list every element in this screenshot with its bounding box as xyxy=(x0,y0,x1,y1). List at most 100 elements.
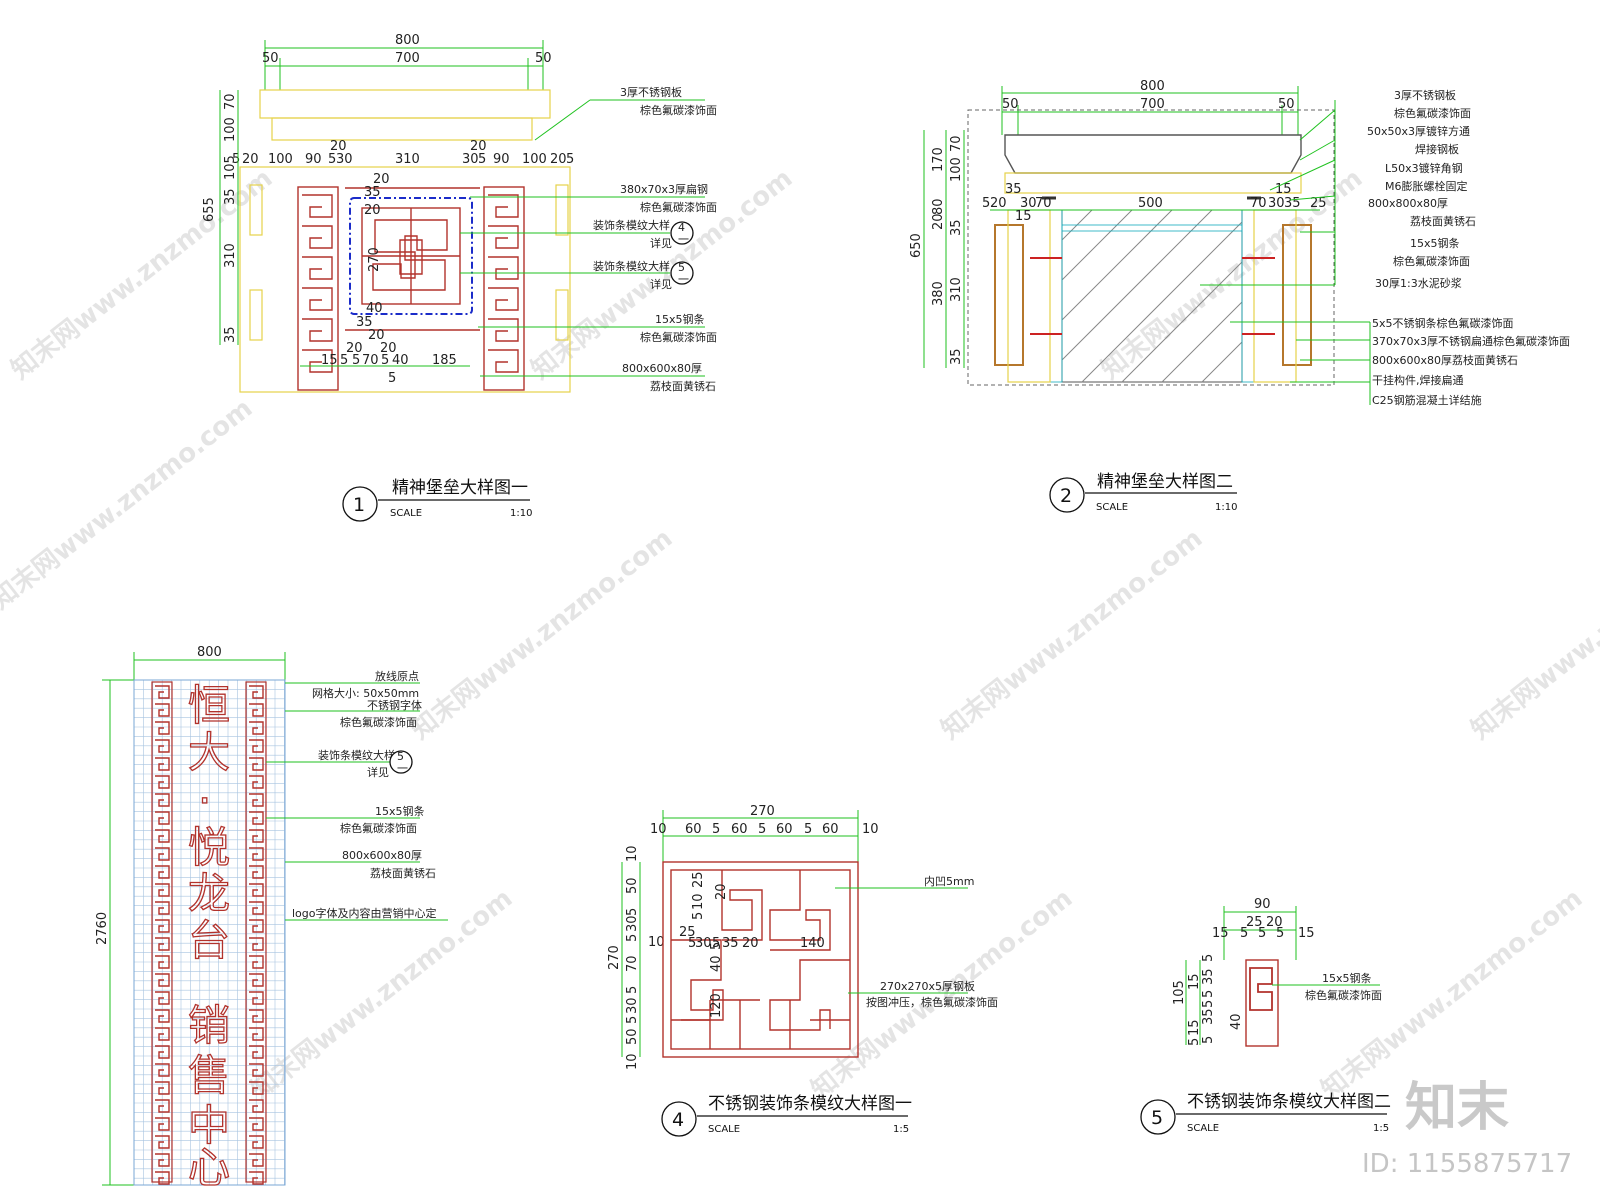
svg-text:按图冲压，棕色氟碳漆饰面: 按图冲压，棕色氟碳漆饰面 xyxy=(866,995,998,1009)
svg-text:棕色氟碳漆饰面: 棕色氟碳漆饰面 xyxy=(640,200,717,214)
svg-text:20: 20 xyxy=(373,172,390,187)
d4-inner-dimensions: 25 10 5 20 25 5 30 5 35 20 40 5 140 120 xyxy=(679,871,825,1018)
svg-text:棕色氟碳漆饰面: 棕色氟碳漆饰面 xyxy=(1305,988,1382,1002)
svg-text:1:5: 1:5 xyxy=(1373,1123,1389,1134)
svg-text:170: 170 xyxy=(931,147,946,172)
svg-text:35: 35 xyxy=(1201,968,1216,985)
svg-text:5: 5 xyxy=(1187,1038,1202,1046)
svg-text:35: 35 xyxy=(949,348,964,365)
d1-cap-plate xyxy=(259,89,551,119)
svg-text:60: 60 xyxy=(776,822,793,837)
watermark-text: 知末网www.znzmo.com xyxy=(936,523,1208,745)
svg-text:310: 310 xyxy=(395,152,420,167)
d2-top-dimensions: 800 50 700 50 xyxy=(1001,79,1299,135)
d2-cap xyxy=(1004,134,1302,174)
svg-text:700: 700 xyxy=(1140,97,1165,112)
svg-text:不锈钢字体: 不锈钢字体 xyxy=(367,698,422,712)
svg-text:5: 5 xyxy=(625,986,640,994)
svg-text:70: 70 xyxy=(1250,196,1267,211)
svg-text:30: 30 xyxy=(695,936,712,951)
svg-text:SCALE: SCALE xyxy=(1187,1123,1219,1134)
sign-character: 台 xyxy=(188,916,230,965)
dim-text: 800 xyxy=(197,645,222,660)
svg-text:3厚不锈钢板: 3厚不锈钢板 xyxy=(1394,88,1456,102)
svg-text:15: 15 xyxy=(1187,1019,1202,1036)
svg-text:一: 一 xyxy=(397,762,408,775)
svg-text:15x5钢条: 15x5钢条 xyxy=(655,312,705,326)
sign-character: 销 xyxy=(188,1001,230,1050)
d4-top-dimensions: 270 10 60 5 60 5 60 5 60 10 xyxy=(650,804,879,862)
svg-text:40: 40 xyxy=(709,955,724,972)
d1-top-dimensions: 800 50 700 50 xyxy=(262,33,552,90)
svg-text:50x50x3厚镀锌方通: 50x50x3厚镀锌方通 xyxy=(1367,124,1470,138)
svg-text:20: 20 xyxy=(346,341,363,356)
svg-text:70: 70 xyxy=(949,135,964,152)
svg-text:5: 5 xyxy=(232,152,240,167)
d1-fret-column-left xyxy=(297,186,339,391)
svg-text:10: 10 xyxy=(650,822,667,837)
svg-text:100: 100 xyxy=(949,157,964,182)
svg-text:380x70x3厚扁钢: 380x70x3厚扁钢 xyxy=(620,183,708,196)
svg-text:一: 一 xyxy=(678,233,689,246)
svg-text:棕色氟碳漆饰面: 棕色氟碳漆饰面 xyxy=(340,821,417,835)
svg-text:5: 5 xyxy=(1201,954,1216,962)
svg-text:logo字体及内容由营销中心定: logo字体及内容由营销中心定 xyxy=(292,906,437,920)
svg-text:90: 90 xyxy=(305,152,322,167)
d4-leader-notes: 内凹5mm 270x270x5厚钢板 按图冲压，棕色氟碳漆饰面 xyxy=(835,874,998,1009)
svg-text:20: 20 xyxy=(330,139,347,154)
svg-text:详见: 详见 xyxy=(650,236,672,250)
svg-text:35: 35 xyxy=(1005,182,1022,197)
drawing-number: 4 xyxy=(672,1109,684,1131)
svg-text:20: 20 xyxy=(242,152,259,167)
svg-text:5: 5 xyxy=(712,936,720,951)
svg-text:10: 10 xyxy=(625,845,640,862)
svg-text:SCALE: SCALE xyxy=(1096,502,1128,513)
svg-text:60: 60 xyxy=(822,822,839,837)
svg-text:20: 20 xyxy=(364,203,381,218)
svg-text:5: 5 xyxy=(712,822,720,837)
svg-text:棕色氟碳漆饰面: 棕色氟碳漆饰面 xyxy=(1393,254,1470,268)
drawing-title: 精神堡垒大样图一 xyxy=(392,478,528,498)
svg-text:10: 10 xyxy=(648,935,665,950)
svg-text:35: 35 xyxy=(722,936,739,951)
svg-text:详见: 详见 xyxy=(367,765,389,779)
svg-text:40: 40 xyxy=(366,301,383,316)
d1-fret-column-right xyxy=(483,186,525,391)
svg-text:80: 80 xyxy=(931,198,946,215)
d1-bracket-left xyxy=(249,184,263,236)
svg-text:185: 185 xyxy=(432,353,457,368)
dim-text: 800 xyxy=(395,33,420,48)
d1-bracket-left xyxy=(249,289,263,341)
svg-text:5: 5 xyxy=(566,152,574,167)
svg-text:内凹5mm: 内凹5mm xyxy=(924,874,974,888)
sign-character: · xyxy=(198,776,211,825)
watermark-id: ID: 1155875717 xyxy=(1362,1149,1572,1179)
svg-text:棕色氟碳漆饰面: 棕色氟碳漆饰面 xyxy=(1394,106,1471,120)
svg-text:5: 5 xyxy=(625,1016,640,1024)
svg-text:90: 90 xyxy=(493,152,510,167)
svg-text:棕色氟碳漆饰面: 棕色氟碳漆饰面 xyxy=(640,330,717,344)
svg-text:5: 5 xyxy=(1276,926,1284,941)
d3-sign-characters: 恒 大 · 悦 龙 台 销 售 中 心 xyxy=(187,680,230,1192)
svg-text:25: 25 xyxy=(691,871,706,888)
d5-leader-notes: 15x5钢条 棕色氟碳漆饰面 xyxy=(1272,971,1382,1002)
svg-text:5: 5 xyxy=(1201,990,1216,998)
d1-mid-dimensions: 5 20 100 90 5 30 20 310 30 5 90 100 20 2… xyxy=(232,139,574,168)
svg-text:5: 5 xyxy=(381,353,389,368)
d2-anchor-bolts xyxy=(1030,196,1275,335)
svg-text:SCALE: SCALE xyxy=(390,508,422,519)
svg-text:140: 140 xyxy=(800,936,825,951)
svg-text:10: 10 xyxy=(691,893,706,910)
svg-text:70: 70 xyxy=(625,955,640,972)
svg-text:放线原点: 放线原点 xyxy=(375,669,419,683)
svg-text:20: 20 xyxy=(550,152,567,167)
svg-text:20: 20 xyxy=(470,139,487,154)
svg-text:5: 5 xyxy=(709,942,724,950)
dim-text: 2760 xyxy=(95,912,110,945)
svg-text:30: 30 xyxy=(1268,196,1285,211)
svg-text:370x70x3厚不锈钢扁通棕色氟碳漆饰面: 370x70x3厚不锈钢扁通棕色氟碳漆饰面 xyxy=(1372,334,1570,348)
svg-text:5: 5 xyxy=(804,822,812,837)
drawing-title: 精神堡垒大样图二 xyxy=(1097,472,1233,492)
svg-text:25: 25 xyxy=(1246,915,1263,930)
